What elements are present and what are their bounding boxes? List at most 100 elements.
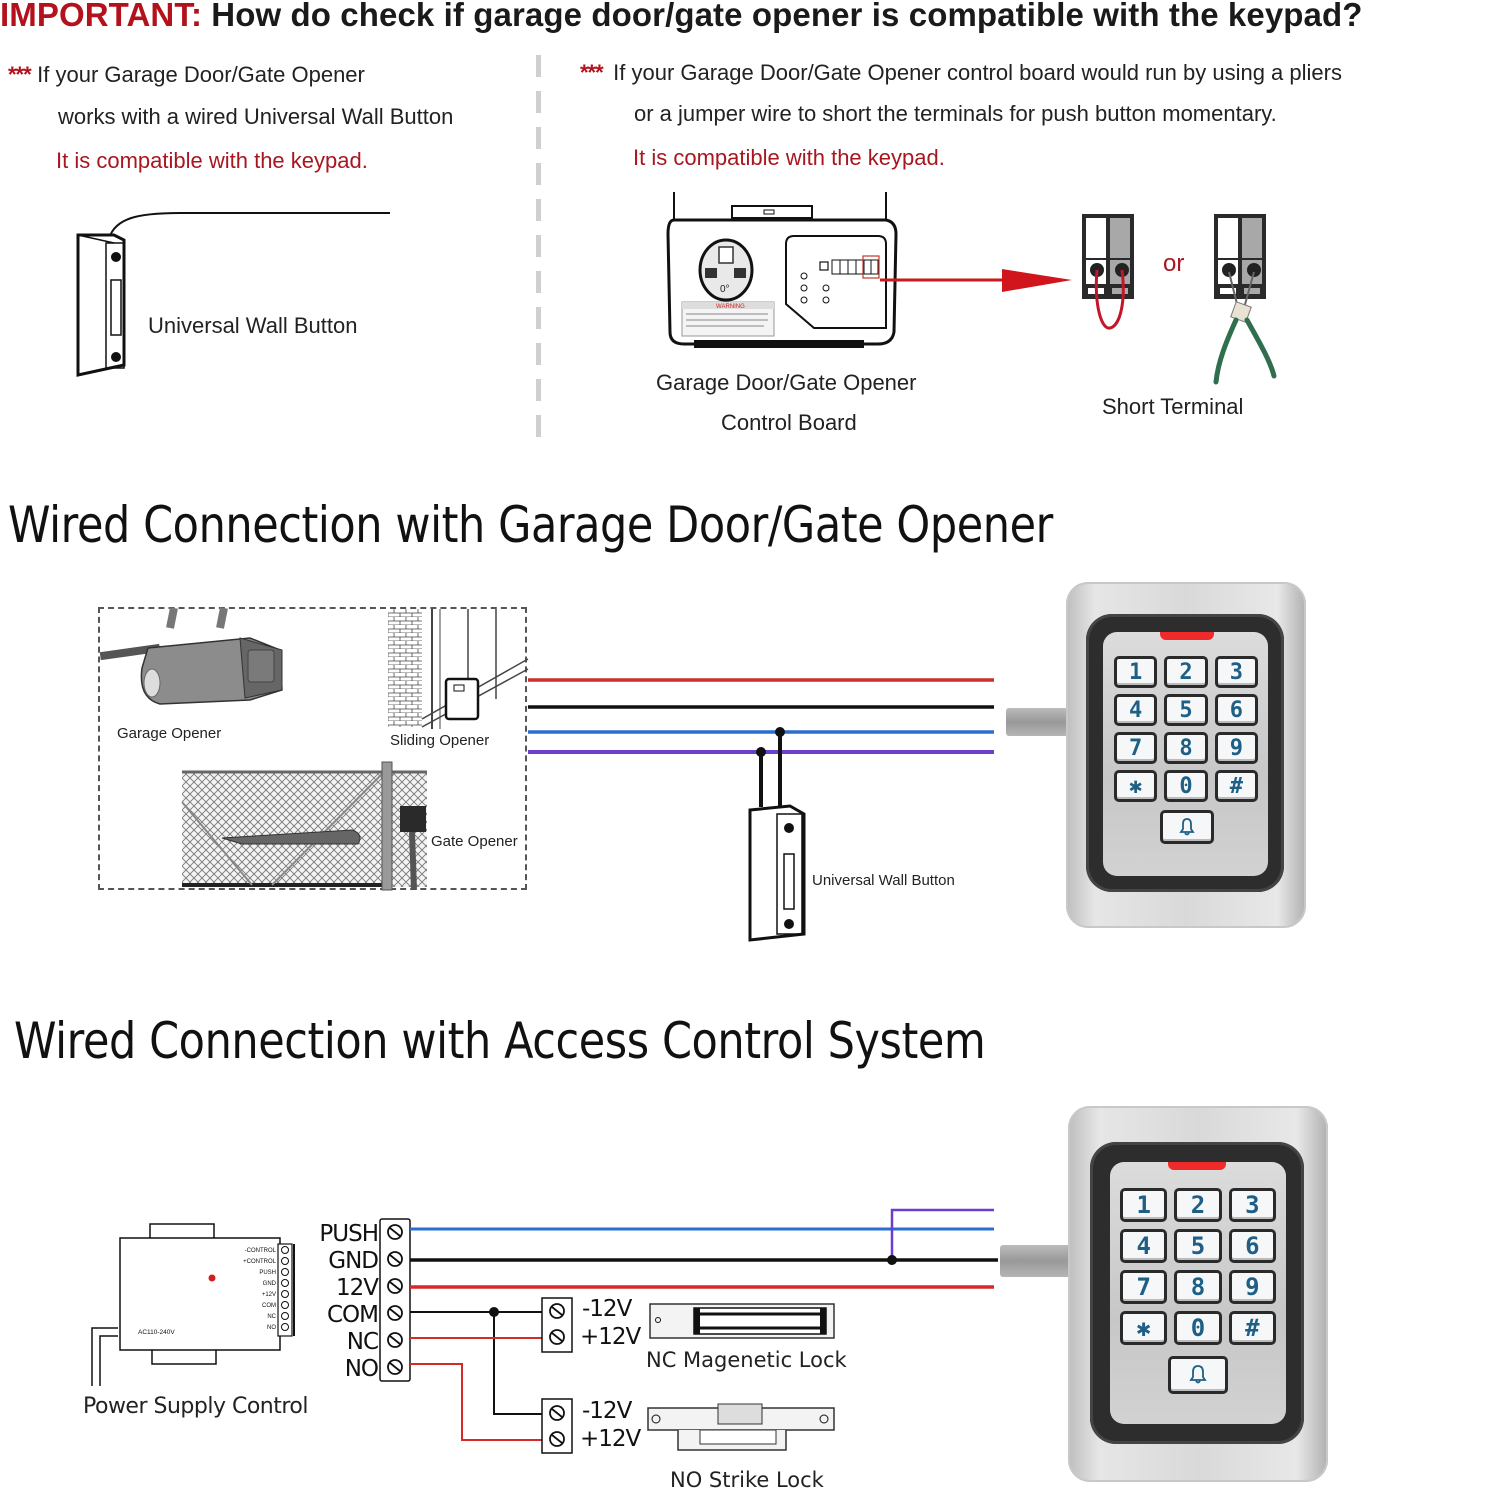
board-label-line1: Garage Door/Gate Opener <box>656 370 917 395</box>
ps-terminal-screw <box>281 1301 289 1309</box>
keypad-key[interactable]: ✱ <box>1120 1311 1168 1345</box>
keypad-key[interactable]: 9 <box>1228 1270 1276 1304</box>
wall-button-label: Universal Wall Button <box>812 872 955 889</box>
ps-terminal-label: PUSH <box>259 1270 276 1276</box>
keypad-cable <box>1000 1245 1072 1277</box>
strike-lock-icon <box>647 1403 835 1451</box>
keypad-key[interactable]: 5 <box>1174 1229 1222 1263</box>
sliding-opener-illustration <box>388 609 529 729</box>
ps-terminal-screw <box>281 1246 289 1254</box>
bolt-row <box>694 340 864 348</box>
keypad-key[interactable]: 9 <box>1214 732 1258 764</box>
wall-button-illustration <box>76 212 390 377</box>
terminal-screw <box>387 1251 403 1267</box>
keypad-bell-key[interactable] <box>1160 810 1214 844</box>
header-question: How do check if garage door/gate opener … <box>202 0 1363 33</box>
control-dial-icon: 0° <box>698 238 754 302</box>
keypad-key[interactable]: 4 <box>1120 1229 1168 1263</box>
bell-icon <box>1179 818 1195 836</box>
terminal-panel <box>785 235 887 329</box>
terminal-label-no: NO <box>344 1356 379 1382</box>
left-note-line2: works with a wired Universal Wall Button <box>58 104 454 129</box>
garage-opener-label: Garage Opener <box>117 725 222 742</box>
keypad-key[interactable]: 8 <box>1174 1270 1222 1304</box>
right-note-line1: If your Garage Door/Gate Opener control … <box>613 60 1342 85</box>
wall-button-icon <box>748 804 806 942</box>
keypad-key[interactable]: 4 <box>1114 694 1158 726</box>
board-label-line2: Control Board <box>721 410 857 435</box>
keypad-key[interactable]: 0 <box>1164 770 1208 802</box>
power-led <box>208 1274 216 1282</box>
terminal-jumper-illustration <box>1082 214 1134 330</box>
keypad-key[interactable]: # <box>1228 1311 1276 1345</box>
garage-opener-illustration <box>99 607 283 705</box>
ps-terminal-label: -CONTROL <box>245 1248 277 1254</box>
keypad-key[interactable]: 1 <box>1114 656 1158 688</box>
ps-terminal-label: +12V <box>262 1292 276 1298</box>
keypad-key[interactable]: 7 <box>1120 1270 1168 1304</box>
left-wall-button-label: Universal Wall Button <box>148 313 358 338</box>
nc-lock-plus: +12V <box>580 1324 641 1350</box>
keypad-key[interactable]: 1 <box>1120 1188 1168 1222</box>
ps-terminal-screw <box>281 1312 289 1320</box>
page-header: IMPORTANT: How do check if garage door/g… <box>0 0 1363 34</box>
section1-title: Wired Connection with Garage Door/Gate O… <box>8 496 1053 554</box>
short-terminal-label: Short Terminal <box>1102 394 1244 419</box>
section2-wiring <box>410 1208 998 1454</box>
warning-label: WARNING <box>681 301 775 337</box>
ps-terminal-label: COM <box>262 1303 276 1309</box>
svg-text:0°: 0° <box>720 284 730 295</box>
left-note-line1: If your Garage Door/Gate Opener <box>37 62 365 87</box>
section1-wiring <box>528 678 994 942</box>
keypad-key[interactable]: 5 <box>1164 694 1208 726</box>
keypad-key[interactable]: 0 <box>1174 1311 1222 1345</box>
arrow-to-terminal <box>880 269 1072 292</box>
right-note: *** If your Garage Door/Gate Opener cont… <box>580 60 1342 86</box>
wire-purple <box>890 1208 994 1260</box>
keypad-key[interactable]: # <box>1214 770 1258 802</box>
keypad-key[interactable]: 2 <box>1174 1188 1222 1222</box>
keypad-key[interactable]: 7 <box>1114 732 1158 764</box>
bell-icon <box>1189 1365 1207 1384</box>
ps-terminal-label: NC <box>267 1314 276 1320</box>
gate-opener-illustration <box>181 761 427 891</box>
pliers-icon <box>1213 271 1277 385</box>
no-lock-label: NO Strike Lock <box>670 1468 824 1492</box>
ps-terminal-screw <box>281 1279 289 1287</box>
or-label: or <box>1163 250 1185 277</box>
terminal-screw <box>387 1332 403 1348</box>
right-note-result: It is compatible with the keypad. <box>633 145 945 170</box>
svg-text:AC110-240V: AC110-240V <box>138 1329 175 1336</box>
section2-title: Wired Connection with Access Control Sys… <box>14 1012 986 1070</box>
keypad-key[interactable]: 3 <box>1214 656 1258 688</box>
jumper-wire <box>1094 269 1125 330</box>
power-supply-illustration: AC110-240V -CONTROL+CONTROLPUSHGND+12VCO… <box>91 1223 295 1386</box>
ps-terminal-label: NO <box>267 1325 276 1331</box>
keypad-key[interactable]: ✱ <box>1114 770 1158 802</box>
terminal-label-nc: NC <box>346 1329 379 1355</box>
keypad-led <box>1168 1162 1226 1170</box>
terminal-screw <box>387 1224 403 1240</box>
nc-lock-minus: -12V <box>582 1296 632 1322</box>
terminal-block <box>379 1218 411 1382</box>
ps-terminal-screw <box>281 1290 289 1298</box>
right-note-line2: or a jumper wire to short the terminals … <box>634 101 1277 126</box>
terminal-pliers-illustration <box>1213 214 1277 385</box>
keypad-key[interactable]: 6 <box>1214 694 1258 726</box>
sliding-opener-label: Sliding Opener <box>390 732 490 749</box>
keypad-bell-key[interactable] <box>1168 1356 1228 1394</box>
keypad-key[interactable]: 6 <box>1228 1229 1276 1263</box>
wire-no <box>410 1363 548 1441</box>
important-label: IMPORTANT: <box>0 0 203 33</box>
terminal-label-push: PUSH <box>319 1221 379 1247</box>
stars-marker: *** <box>580 60 604 85</box>
ps-terminal-screw <box>281 1323 289 1331</box>
keypad-key[interactable]: 2 <box>1164 656 1208 688</box>
keypad-key[interactable]: 3 <box>1228 1188 1276 1222</box>
keypad-key[interactable]: 8 <box>1164 732 1208 764</box>
terminal-label-com: COM <box>326 1302 379 1328</box>
